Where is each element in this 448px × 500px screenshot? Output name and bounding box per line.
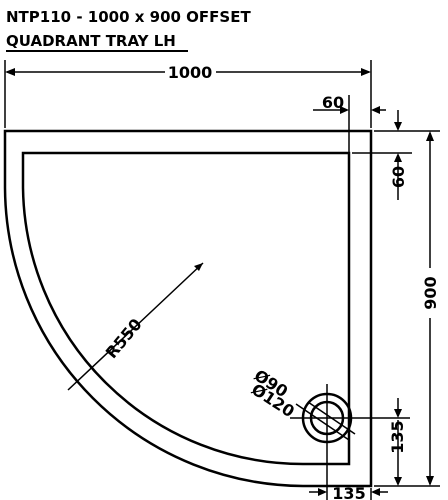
waste-leader-inner [307,401,356,435]
tray-inner-outline [21,151,351,466]
waste-right-label: 135 [332,484,365,500]
waste-right-arrow-left [318,488,327,496]
rim-top-dimension: 60 [352,110,412,200]
height-arrow-top [426,131,434,141]
height-label: 900 [421,276,440,309]
width-arrow-left [5,68,15,76]
height-arrow-bottom [426,476,434,486]
rim-top-arrow-upper [394,122,402,131]
rim-right-arrow-right [371,106,380,114]
rim-right-label: 60 [322,93,344,112]
drawing-title-line-1: NTP110 - 1000 x 900 OFFSET [6,8,251,26]
rim-top-arrow-lower [394,153,402,162]
waste-outlet [290,384,410,500]
radius-label: R550 [102,315,146,362]
rim-top-label: 60 [389,166,408,188]
waste-bottom-arrow-upper [394,409,402,418]
rim-right-arrow-left [340,106,349,114]
waste-bottom-label: 135 [388,420,407,453]
radius-arrow [194,263,203,271]
waste-right-dimension: 135 [309,484,388,500]
width-label: 1000 [168,63,213,82]
width-dimension: 1000 [4,60,372,128]
height-dimension: 900 [374,130,440,487]
radius-leader-line [67,262,204,391]
waste-bottom-arrow-lower [394,477,402,486]
drawing-title-line-2: QUADRANT TRAY LH [6,32,176,50]
waste-right-arrow-right [371,488,380,496]
waste-leader-outer [295,403,350,441]
tray-outer-outline [3,129,373,488]
rim-right-dimension: 60 [313,93,386,155]
waste-bottom-dimension: 135 [388,398,407,486]
width-arrow-right [361,68,371,76]
